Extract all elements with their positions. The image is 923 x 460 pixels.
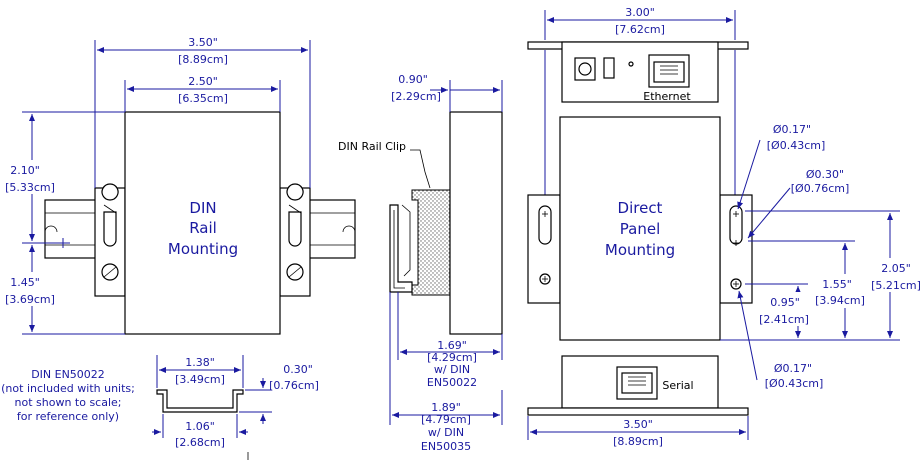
rail-note-1: (not included with units; [1, 382, 135, 395]
dim-bottom-width-cm: [8.89cm] [613, 435, 663, 448]
dim-lower-height-cm: [3.69cm] [5, 293, 55, 306]
keyhole-icon [729, 205, 743, 246]
serial-label: Serial [662, 379, 693, 392]
panel-body [559, 116, 721, 341]
serial-port-icon [616, 366, 658, 400]
panel-label-line1: Direct [618, 199, 663, 217]
keyhole-icon [286, 183, 304, 247]
dim-155: 1.55" [822, 278, 852, 291]
label-line3: Mounting [168, 240, 238, 258]
switch-icon [603, 57, 615, 79]
dim-205: 2.05" [881, 262, 911, 275]
dim-rail-height: 0.30" [283, 363, 313, 376]
dim-overall-width-cm: [8.89cm] [178, 53, 228, 66]
dim-rail-height-cm: [0.76cm] [269, 379, 319, 392]
ethernet-port-icon [648, 54, 690, 88]
keyhole-icon [101, 183, 119, 247]
unit-body [124, 111, 281, 335]
din-rail-view: DIN Rail Mounting 3.50" [8.89cm] 2.50" [… [0, 36, 356, 335]
rail-profile: DIN EN50022 (not included with units; no… [1, 355, 319, 460]
clip-label: DIN Rail Clip [338, 140, 406, 153]
dim-095: 0.95" [770, 296, 800, 309]
dim-overall-width: 3.50" [188, 36, 218, 49]
mount-hole-icon [730, 278, 742, 290]
dim-155-cm: [3.94cm] [815, 294, 865, 307]
callout-hole-small-bottom: Ø0.17" [774, 362, 812, 375]
dim-rail-top-width-cm: [3.49cm] [175, 373, 225, 386]
panel-view: Ethernet 3.00" [7.62cm] [527, 6, 923, 448]
keyhole-icon [538, 205, 552, 245]
led-icon [628, 61, 634, 67]
centerline-mark [58, 238, 68, 248]
callout-hole-small-bottom-cm: [Ø0.43cm] [765, 377, 824, 390]
side-view: 0.90" [2.29cm] DIN Rail Clip 1.69" [4.29… [338, 73, 503, 453]
mount-hole-icon [539, 273, 551, 285]
dim-depth-22-cm: [4.29cm] [427, 351, 477, 364]
rail-title: DIN EN50022 [31, 368, 105, 381]
callout-hole-small-top-cm: [Ø0.43cm] [767, 139, 826, 152]
dim-body-width: 2.50" [188, 75, 218, 88]
callout-hole-large-cm: [Ø0.76cm] [791, 182, 850, 195]
dim-depth-cm: [2.29cm] [391, 90, 441, 103]
dim-bottom-width: 3.50" [623, 418, 653, 431]
rail-note-2: not shown to scale; [15, 396, 122, 409]
ethernet-label: Ethernet [643, 90, 691, 103]
side-body [449, 111, 503, 335]
dim-depth-22-note2: EN50022 [427, 376, 477, 389]
callout-hole-large: Ø0.30" [806, 168, 844, 181]
callout-hole-small-top: Ø0.17" [773, 123, 811, 136]
dim-rail-bottom-width-cm: [2.68cm] [175, 436, 225, 449]
dim-depth-22-note1: w/ DIN [434, 363, 470, 376]
dim-depth: 0.90" [398, 73, 428, 86]
dim-depth-35: 1.89" [431, 401, 461, 414]
dim-upper-height-cm: [5.33cm] [5, 181, 55, 194]
dim-depth-35-note2: EN50035 [421, 440, 471, 453]
dim-rail-bottom-width: 1.06" [185, 420, 215, 433]
dim-lower-height: 1.45" [10, 276, 40, 289]
dim-body-width-cm: [6.35cm] [178, 92, 228, 105]
panel-label-line3: Mounting [605, 241, 675, 259]
dim-top-width-cm: [7.62cm] [615, 23, 665, 36]
dim-top-width: 3.00" [625, 6, 655, 19]
dim-rail-top-width: 1.38" [185, 356, 215, 369]
dim-205-cm: [5.21cm] [871, 279, 921, 292]
dim-depth-35-note1: w/ DIN [428, 426, 464, 439]
label-line1: DIN [189, 199, 216, 217]
dim-upper-height: 2.10" [10, 164, 40, 177]
screw-icon [286, 263, 304, 281]
dim-depth-22: 1.69" [437, 339, 467, 352]
dim-095-cm: [2.41cm] [759, 313, 809, 326]
label-line2: Rail [189, 219, 217, 237]
panel-label-line2: Panel [620, 220, 660, 238]
screw-icon [101, 263, 119, 281]
dim-depth-35-cm: [4.79cm] [421, 413, 471, 426]
rail-note-3: for reference only) [17, 410, 119, 423]
